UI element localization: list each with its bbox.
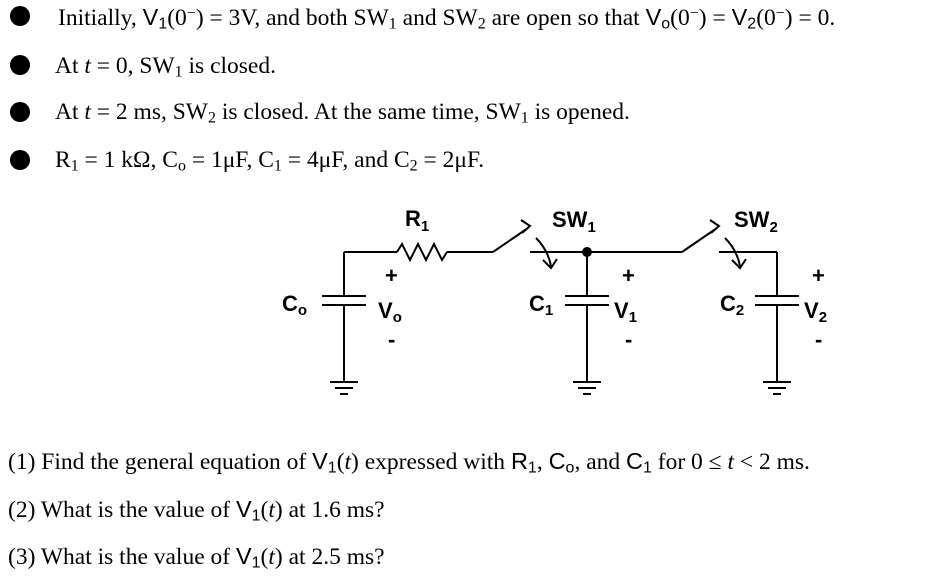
label-c2: C2 [720,291,744,319]
label-v1-minus: - [625,327,632,352]
label-v1: V1 [614,298,637,326]
bullet-text: At t = 0, SW1 is closed. [55,53,276,81]
ground-c1-symbol [573,381,601,395]
bullet-text: At t = 2 ms, SW2 is closed. At the same … [55,99,630,127]
label-vo-minus: - [388,327,395,352]
bullet-dot [10,6,30,26]
label-r1: R1 [405,206,429,235]
bullet-dot [10,150,30,170]
switch-sw2-action-arrow [724,237,741,267]
label-sw2: SW2 [734,207,778,236]
switch-sw2-action-arrowhead [731,258,747,270]
label-sw1: SW1 [552,207,596,236]
label-v2: V2 [804,298,827,326]
label-c1: C1 [529,291,553,319]
bullet-dot [10,102,30,122]
label-vo-plus: + [385,263,398,288]
label-v2-plus: + [812,263,825,288]
label-co: Co [282,291,307,319]
bullet-dot [10,55,30,75]
label-vo: Vo [378,298,402,326]
question-1: (1) Find the general equation of V1(t) e… [8,448,810,477]
question-3: (3) What is the value of V1(t) at 2.5 ms… [8,543,385,572]
switch-sw2-arrowhead [709,219,721,234]
bullet-text: Initially, V1(0−) = 3V, and both SW1 and… [58,4,836,33]
label-v1-plus: + [622,263,635,288]
question-2: (2) What is the value of V1(t) at 1.6 ms… [8,496,385,525]
label-v2-minus: - [815,327,822,352]
switch-sw1-arrowhead [520,219,532,234]
resistor-r1-symbol [396,241,448,263]
node-dot-v1 [582,247,592,257]
switch-sw1-action-arrow [535,237,552,267]
ground-c2-symbol [763,381,791,395]
ground-co-symbol [330,381,358,395]
bullet-text: R1 = 1 kΩ, Co = 1μF, C1 = 4μF, and C2 = … [55,147,485,175]
switch-sw1-action-arrowhead [542,258,558,270]
